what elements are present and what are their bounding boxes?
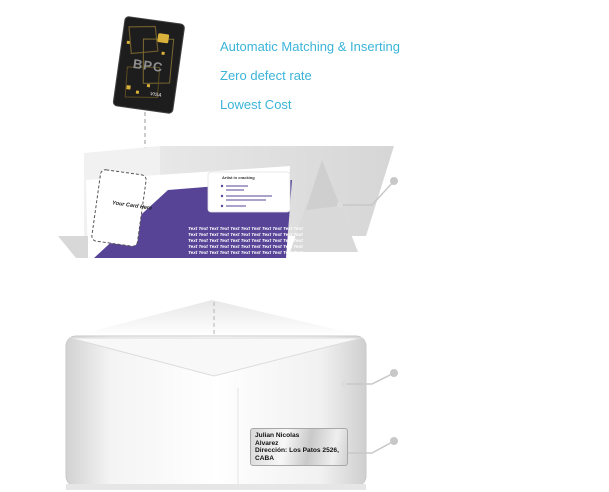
letter-bottom-edge <box>58 236 88 258</box>
feature-zero-defect: Zero defect rate <box>220 68 312 83</box>
callout-dot <box>390 437 398 445</box>
callout-letter-line <box>340 180 395 206</box>
repeat-row: Text Text Text Text Text Text Text Text … <box>188 244 303 249</box>
address-line: CABA <box>255 454 275 462</box>
envelope-flap <box>74 300 364 336</box>
address-line: Alvarez <box>255 439 279 447</box>
envelope-shadow <box>66 484 366 490</box>
credit-card <box>112 16 185 114</box>
callout-dot <box>390 369 398 377</box>
folded-letter <box>58 146 394 258</box>
letter-info-title: Artist in cracking <box>222 175 255 180</box>
card-chip <box>157 33 170 44</box>
card-placeholder <box>91 169 147 247</box>
callout-address-line <box>342 440 395 454</box>
callout-anchor <box>341 381 347 387</box>
info-bullet <box>220 204 224 208</box>
address-label: Julian Nicolas Alvarez Dirección: Los Pa… <box>250 428 348 466</box>
envelope <box>65 335 367 490</box>
repeat-row: Text Text Text Text Text Text Text Text … <box>188 226 303 231</box>
callout-anchor <box>337 202 343 208</box>
letter-info-box <box>207 171 291 213</box>
repeat-row: Text Text Text Text Text Text Text Text … <box>188 250 303 255</box>
callout-dot <box>390 177 398 185</box>
letter-repeat-pattern: Text Text Text Text Text Text Text Text … <box>188 226 303 256</box>
repeat-row: Text Text Text Text Text Text Text Text … <box>188 232 303 237</box>
info-bullet <box>220 194 224 198</box>
letter-fold-shadow <box>306 160 340 210</box>
feature-lowest-cost: Lowest Cost <box>220 97 292 112</box>
feature-automatic-matching: Automatic Matching & Inserting <box>220 39 400 54</box>
callout-envelope-line <box>344 372 395 385</box>
feature-list: Automatic Matching & Inserting Zero defe… <box>220 38 400 125</box>
address-line: Dirección: Los Patos 2526, <box>255 447 339 455</box>
address-line: Julian Nicolas <box>255 432 300 439</box>
envelope-inner-flap <box>69 337 363 377</box>
info-bullet <box>220 184 224 188</box>
repeat-row: Text Text Text Text Text Text Text Text … <box>188 238 303 243</box>
